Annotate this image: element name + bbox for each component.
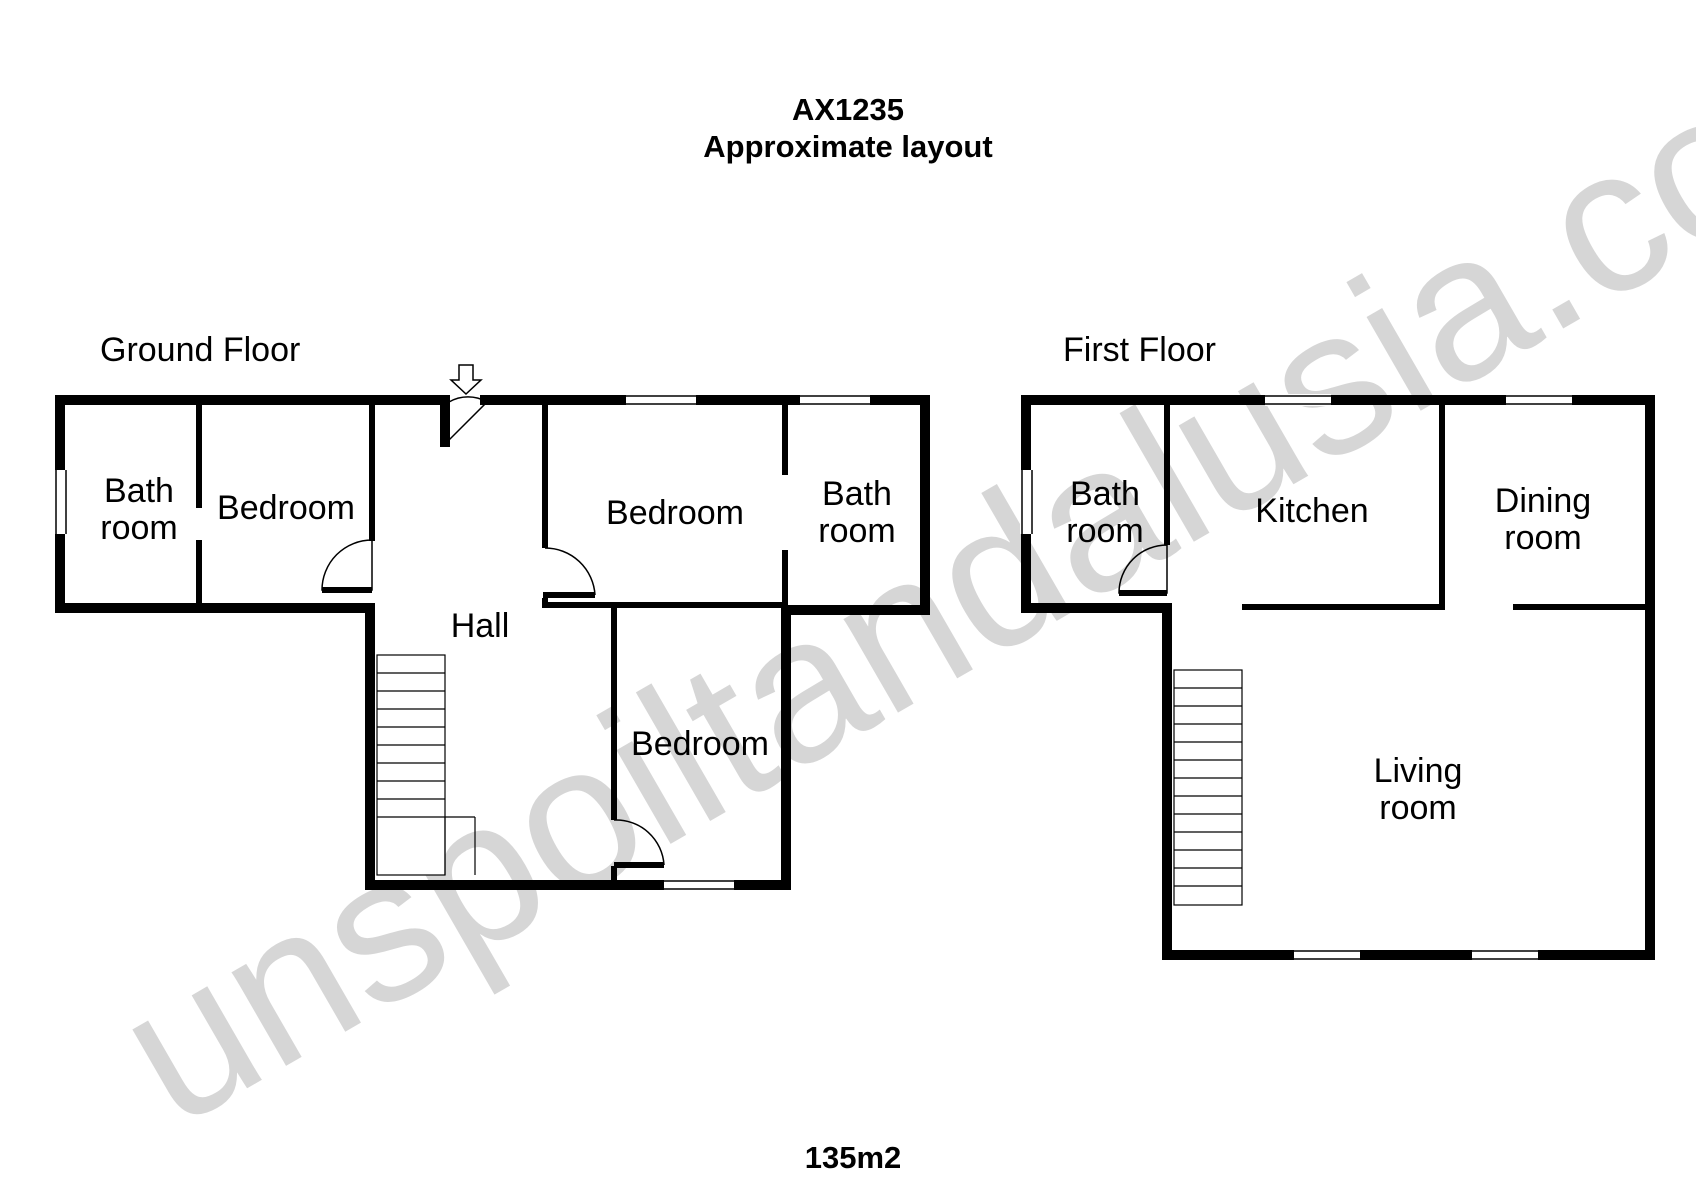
ground-floor-doors — [321, 396, 665, 866]
ground-floor-label: Ground Floor — [100, 331, 300, 369]
room-label-living-room-line2: room — [1379, 789, 1456, 827]
room-label-bathroom-west-line2: room — [100, 509, 177, 547]
first-floor-label: First Floor — [1063, 331, 1216, 369]
room-label-dining-room-line1: Dining — [1495, 482, 1591, 520]
plan-subtitle: Approximate layout — [703, 129, 992, 164]
watermark: unspoiltandalusia.com — [83, 0, 1696, 1168]
room-label-kitchen: Kitchen — [1255, 492, 1368, 530]
total-area: 135m2 — [805, 1140, 902, 1175]
room-label-bathroom-east-line1: Bath — [822, 475, 892, 513]
first-floor-staircase — [1173, 669, 1243, 906]
first-floor: First Floor — [1020, 331, 1655, 961]
room-label-bedroom-north: Bedroom — [606, 494, 744, 532]
ground-floor-room-labels: Bath room Bedroom Hall Bedroom Bath room… — [100, 472, 895, 763]
room-label-bathroom-west-line1: Bath — [104, 472, 174, 510]
first-floor-bathroom-door — [1118, 544, 1168, 594]
room-label-hall: Hall — [451, 607, 510, 645]
room-label-dining-room-line2: room — [1504, 519, 1581, 557]
first-floor-outer-wall — [1021, 395, 1655, 960]
room-label-bathroom-line2: room — [1066, 512, 1143, 550]
room-label-bathroom-east-line2: room — [818, 512, 895, 550]
ground-floor-staircase — [376, 654, 476, 876]
room-label-bedroom-west: Bedroom — [217, 489, 355, 527]
room-label-bathroom-line1: Bath — [1070, 475, 1140, 513]
room-label-living-room-line1: Living — [1374, 752, 1463, 790]
first-floor-windows — [1020, 394, 1572, 961]
room-label-bedroom-south: Bedroom — [631, 725, 769, 763]
first-floor-room-labels: Bath room Kitchen Dining room Living roo… — [1066, 475, 1591, 827]
plan-reference: AX1235 — [792, 92, 904, 127]
ground-floor: Ground Floor — [54, 331, 930, 891]
entrance-arrow-icon — [449, 364, 483, 396]
ground-floor-windows — [54, 394, 870, 891]
